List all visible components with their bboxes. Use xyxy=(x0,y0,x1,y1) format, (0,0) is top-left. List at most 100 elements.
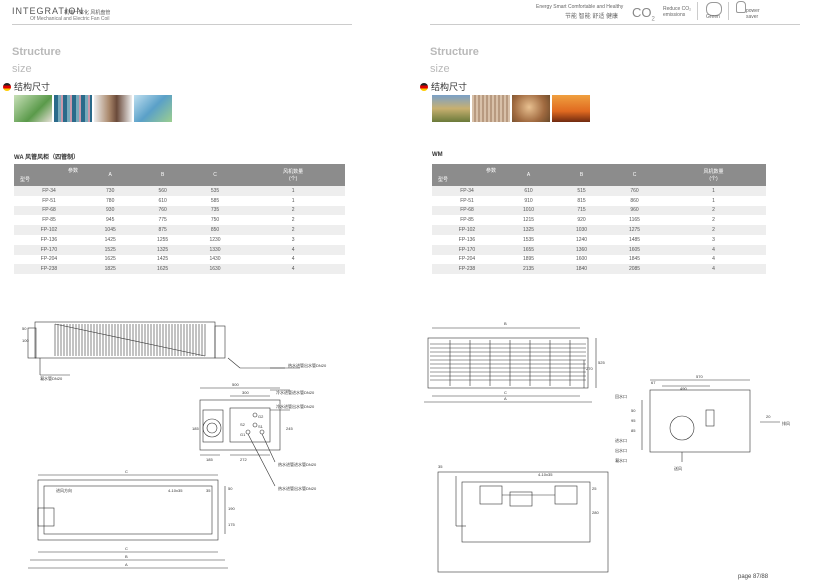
right-cell: FP-68 xyxy=(432,205,502,216)
lbl-20: 20 xyxy=(766,414,771,419)
left-cell: 1230 xyxy=(209,236,221,243)
left-cell: 3 xyxy=(291,236,295,243)
lbl-hot-in: 热水进管进水管DN20 xyxy=(278,461,317,467)
right-cell: 2 xyxy=(661,225,766,235)
front-view-grille xyxy=(430,340,586,386)
right-header-a: A xyxy=(502,164,556,186)
left-size: size xyxy=(12,63,32,75)
left-cell: 1625 xyxy=(104,256,116,263)
left-cell: 875 xyxy=(136,225,189,235)
right-header-b: B xyxy=(555,164,609,186)
left-cell: 535 xyxy=(188,186,242,196)
right-cell: 1360 xyxy=(555,244,609,255)
saver-text: saver xyxy=(746,14,759,20)
brand-title: INTEGRATION xyxy=(12,6,84,16)
left-photos xyxy=(14,95,172,122)
green-text: Green xyxy=(706,14,720,20)
brand-subtitle: Of Mechanical and Electric Fan Coil xyxy=(30,16,110,22)
right-cell: 1605 xyxy=(608,244,662,255)
lbl-inlet: 进风方向 xyxy=(56,487,72,493)
photo-family xyxy=(512,95,550,122)
plan-view-r-inner xyxy=(461,481,591,543)
left-cell: 1425 xyxy=(104,236,116,243)
photo-field xyxy=(432,95,470,122)
left-cell: 4 xyxy=(241,264,345,275)
divider xyxy=(697,2,698,20)
left-cell: 1625 xyxy=(136,264,189,275)
motor-1 xyxy=(479,485,503,505)
left-cell: 1330 xyxy=(188,244,242,255)
left-cell: 1 xyxy=(241,186,345,196)
right-cell: FP-136 xyxy=(458,236,476,243)
right-cell: 2085 xyxy=(608,264,662,275)
lbl-35-r: 35 xyxy=(438,464,443,469)
left-cell: FP-136 xyxy=(40,236,58,243)
lbl-hot-in-2: 热水进管出水管DN20 xyxy=(278,485,317,491)
left-cell: FP-102 xyxy=(14,225,84,235)
left-cell: 610 xyxy=(158,197,167,204)
right-cell: 1030 xyxy=(555,225,609,235)
right-cell: 960 xyxy=(608,205,662,216)
right-cell: 4 xyxy=(661,244,766,255)
lbl-525: 525 xyxy=(598,360,605,365)
lbl-85: 85 xyxy=(631,428,636,433)
left-drawings: 50 100 凝水管DN20 热水进管出水管DN20 500 300 冷水进管进… xyxy=(22,321,327,569)
lbl-s2: S2 xyxy=(240,422,246,427)
right-cell: 1240 xyxy=(575,236,588,243)
lbl-s1: S1 xyxy=(258,424,264,429)
lbl-g1: G1 xyxy=(240,432,246,437)
left-cell: 2 xyxy=(241,205,345,216)
photo-yoga xyxy=(552,95,590,122)
side-view-outlet xyxy=(214,325,226,359)
left-cell: FP-204 xyxy=(40,256,58,263)
left-cn-size: 结构尺寸 xyxy=(3,80,50,93)
lbl-570: 570 xyxy=(696,374,703,379)
right-cell: 920 xyxy=(577,217,586,224)
right-cell: 815 xyxy=(577,197,586,204)
lbl-ret: 回水口 xyxy=(615,393,627,399)
motor-3 xyxy=(554,485,578,505)
right-drawings: B C A 525 270 570 490 67 回水口 50 95 85 进水… xyxy=(424,321,790,573)
leader-6 xyxy=(247,433,276,487)
left-cell: 780 xyxy=(106,197,115,204)
header-rule-right xyxy=(430,24,800,25)
lbl-holes-r: 4-10x35 xyxy=(538,472,553,477)
left-cell: 1430 xyxy=(209,256,221,263)
left-cell: 945 xyxy=(106,217,115,224)
right-cell: 2135 xyxy=(502,264,556,275)
right-cell: 1325 xyxy=(502,225,556,235)
left-title: Structure xyxy=(12,46,61,58)
pipe-2 xyxy=(252,422,258,428)
left-cell: FP-51 xyxy=(42,197,56,204)
lbl-air: 排风 xyxy=(782,420,790,426)
lbl-supply: 进水口 xyxy=(615,437,627,443)
photo-texture xyxy=(472,95,510,122)
left-cell: 775 xyxy=(158,217,167,224)
right-cell: 1215 xyxy=(522,217,535,224)
co2-sub: 2 xyxy=(651,16,655,23)
left-cell: FP-170 xyxy=(14,244,84,255)
page-number: page 87/88 xyxy=(738,574,769,580)
left-cell: 750 xyxy=(210,217,220,224)
lbl-g2: G2 xyxy=(258,414,264,419)
lbl-500: 500 xyxy=(232,382,239,387)
front-view-body xyxy=(427,337,589,389)
left-cell: 585 xyxy=(210,197,220,204)
lbl-b-r: B xyxy=(504,321,507,326)
pipe-1 xyxy=(252,412,258,418)
right-table-caption: WM xyxy=(432,152,443,158)
lbl-out-water-r: 出水口 xyxy=(615,447,627,453)
pipe-3 xyxy=(245,429,251,435)
left-cell: 1630 xyxy=(188,264,242,275)
lbl-272: 272 xyxy=(240,457,247,462)
